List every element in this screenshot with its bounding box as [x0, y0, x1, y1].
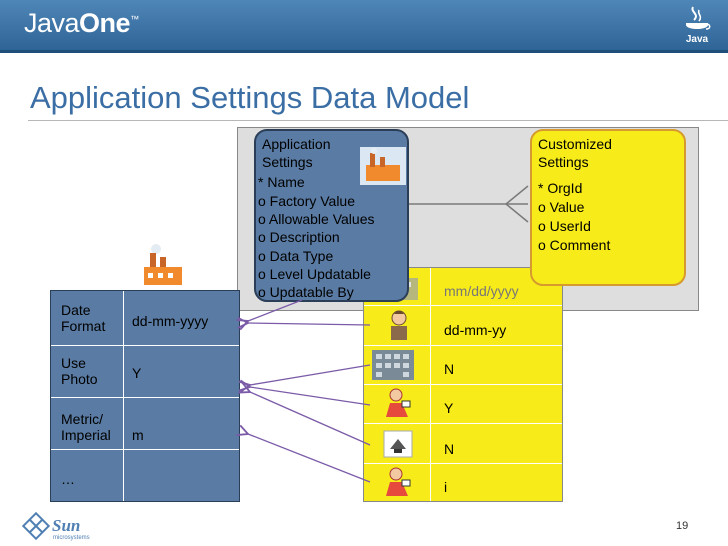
table-divider — [364, 463, 562, 464]
java-logo-text: Java — [686, 34, 709, 45]
mapping-arrow — [248, 299, 303, 321]
sun-microsystems-logo: Sun microsystems — [22, 512, 90, 541]
mapping-arrow — [250, 392, 371, 446]
table-divider — [364, 305, 562, 306]
table-cell-value: dd-mm-yy — [444, 322, 507, 338]
mapping-arrow — [248, 323, 371, 325]
factory-icon — [144, 244, 182, 285]
header-rule — [0, 50, 728, 53]
table-divider — [123, 291, 124, 501]
mapping-arrow — [250, 364, 371, 385]
app-settings-line: o Description — [258, 229, 340, 245]
app-settings-line: o Updatable By — [258, 284, 354, 300]
person-icon — [386, 388, 411, 417]
app-settings-line: Settings — [262, 154, 313, 170]
app-settings-line: o Level Updatable — [258, 266, 371, 282]
brand-tm: ™ — [130, 14, 139, 24]
brand-java: Java — [24, 8, 80, 38]
java-logo: Java — [686, 6, 711, 45]
table-cell-value: Y — [444, 400, 454, 416]
table-cell-label: Use Photo — [61, 355, 98, 387]
table-cell-value: mm/dd/yyyy — [444, 283, 519, 299]
cust-settings-line: o Value — [538, 199, 585, 215]
person-icon — [391, 310, 407, 340]
table-cell-value: Y — [132, 365, 142, 381]
table-cell-value: N — [444, 441, 455, 457]
table-cell-value: m — [132, 427, 144, 443]
slide-title: Application Settings Data Model — [30, 80, 470, 115]
title-rule — [28, 120, 728, 121]
header-banner — [0, 0, 728, 50]
table-cell-label: Date Format — [61, 302, 106, 334]
mapping-arrow — [248, 434, 371, 483]
mapping-arrow — [250, 387, 371, 406]
crows-foot-line — [505, 203, 529, 223]
javaone-logo: JavaOne™ — [24, 8, 139, 39]
sun-logo-text: Sun — [52, 516, 80, 535]
crows-foot-line — [505, 185, 529, 205]
building-icon — [372, 350, 414, 380]
table-divider — [51, 397, 239, 398]
application-settings-box: Application Settings * Name o Factory Va… — [254, 129, 409, 302]
table-divider — [51, 345, 239, 346]
app-settings-line: o Allowable Values — [258, 211, 375, 227]
brand-one: One — [79, 8, 131, 38]
app-settings-line: o Data Type — [258, 248, 334, 264]
table-cell-label: … — [61, 471, 75, 487]
application-settings-table: Date Format dd-mm-yyyy Use Photo Y Metri… — [50, 290, 240, 502]
computer-icon — [383, 430, 413, 458]
cust-settings-line: Customized — [538, 136, 612, 152]
app-settings-line: * Name — [258, 174, 305, 190]
factory-icon — [360, 147, 406, 185]
cust-settings-line: Settings — [538, 154, 589, 170]
table-cell-value: dd-mm-yyyy — [132, 313, 209, 329]
cust-settings-line: o UserId — [538, 218, 591, 234]
person-icon — [386, 467, 411, 496]
sun-logo-subtext: microsystems — [53, 535, 90, 541]
table-divider — [51, 449, 239, 450]
app-settings-line: Application — [262, 136, 331, 152]
table-cell-value: N — [444, 361, 455, 377]
customized-settings-table: mm/dd/yyyy dd-mm-yy N Y N i — [363, 267, 563, 502]
table-cell-value: i — [444, 479, 448, 495]
page-number: 19 — [676, 520, 689, 532]
table-divider — [364, 423, 562, 424]
customized-settings-box: Customized Settings * OrgId o Value o Us… — [530, 129, 686, 286]
table-cell-label: Metric/ Imperial — [61, 411, 111, 443]
cust-settings-line: o Comment — [538, 237, 611, 253]
table-divider — [364, 345, 562, 346]
table-divider — [364, 384, 562, 385]
cust-settings-line: * OrgId — [538, 180, 583, 196]
app-settings-line: o Factory Value — [258, 193, 356, 209]
